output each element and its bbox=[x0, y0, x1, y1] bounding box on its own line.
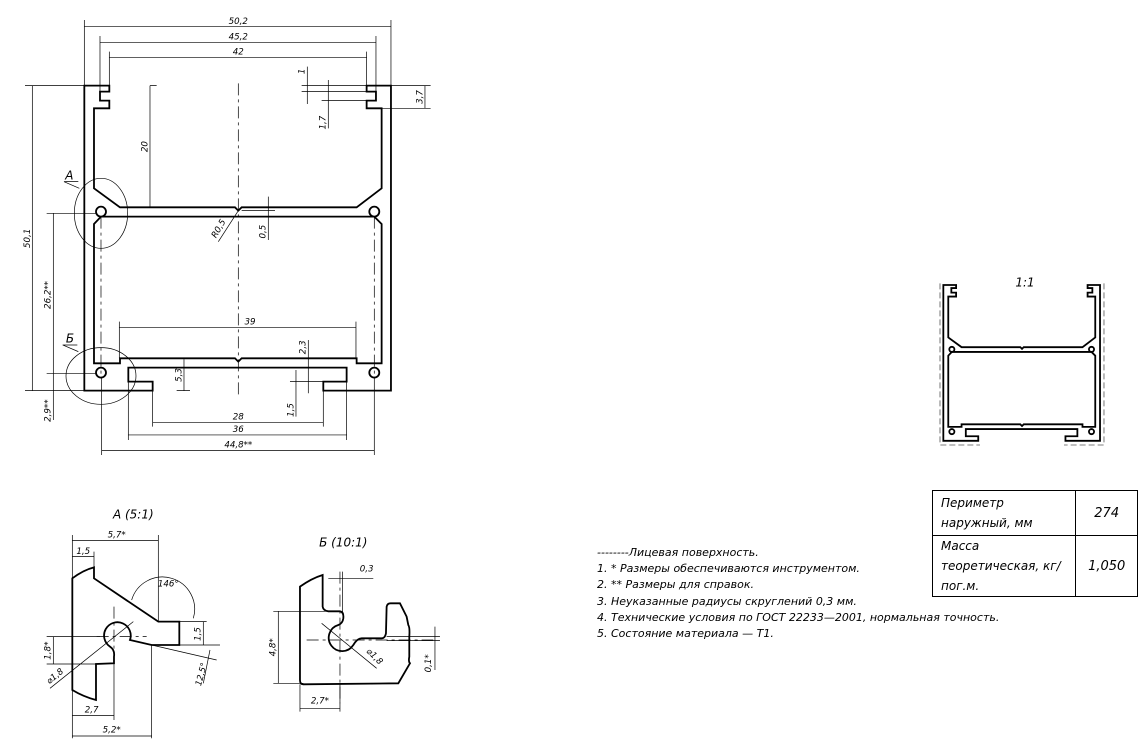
dim-26-2: 26,2** bbox=[44, 280, 54, 309]
scale-view: 1:1 bbox=[940, 276, 1104, 445]
detail-a-dim-5-2: 5,2* bbox=[103, 726, 122, 736]
dim-0-5: 0,5 bbox=[259, 224, 269, 238]
detail-b-dim-2-7: 2,7* bbox=[311, 696, 330, 706]
detail-b-dim-4-8: 4,8* bbox=[269, 638, 279, 657]
centerline bbox=[101, 83, 374, 395]
dim-3-7: 3,7 bbox=[415, 90, 425, 104]
dim-20: 20 bbox=[140, 141, 150, 153]
note-2: 2. ** Размеры для справок. bbox=[597, 578, 755, 592]
dim-45-2: 45,2 bbox=[229, 32, 248, 42]
detail-a-dim-1-5: 1,5 bbox=[76, 547, 90, 557]
table-row: Масса теоретическая, кг/пог.м. 1,050 bbox=[931, 535, 1138, 597]
dim-1: 1 bbox=[298, 69, 308, 75]
detail-b-marker bbox=[66, 348, 136, 405]
details: А (5:1) 5,7* 1,5 146° 1,5 12,5° 1,8* ⌀1,… bbox=[44, 507, 440, 738]
notes: --------Лицевая поверхность. 1. * Размер… bbox=[597, 545, 999, 642]
dim-39: 39 bbox=[244, 318, 255, 328]
detail-a-dim-1-8: 1,8* bbox=[44, 641, 54, 660]
detail-b-title: Б (10:1) bbox=[319, 536, 367, 550]
detail-a-label: А bbox=[64, 168, 73, 182]
table-row: Периметр наружный, мм 274 bbox=[931, 490, 1138, 536]
detail-a-angle-12-5: 12,5° bbox=[194, 662, 210, 687]
dim-2-3: 2,3 bbox=[299, 340, 309, 354]
mass-label: Масса теоретическая, кг/пог.м. bbox=[931, 535, 1077, 597]
properties-table: Периметр наружный, мм 274 Масса теоретич… bbox=[931, 490, 1138, 597]
mass-value: 1,050 bbox=[1075, 535, 1138, 597]
profile-outline bbox=[84, 85, 392, 391]
dimension-lines bbox=[32, 27, 425, 451]
dim-5-3: 5,3 bbox=[174, 368, 184, 382]
dim-1-5: 1,5 bbox=[286, 403, 296, 417]
detail-a-marker bbox=[74, 178, 127, 248]
scale-label: 1:1 bbox=[1015, 276, 1034, 290]
dim-50-2: 50,2 bbox=[229, 17, 248, 27]
detail-a-dimensions bbox=[47, 535, 220, 738]
detail-b-dim-0-3: 0,3 bbox=[360, 565, 374, 575]
extension-lines bbox=[25, 20, 431, 455]
dim-42: 42 bbox=[233, 48, 244, 58]
detail-b-dim-0-1: 0,1* bbox=[424, 654, 434, 673]
main-section-view: А Б 50,2 45,2 42 50,1 26,2** 2,9** 20 1 … bbox=[23, 17, 431, 455]
note-3: 3. Неуказанные радиусы скруглений 0,3 мм… bbox=[597, 594, 857, 608]
detail-b-outline bbox=[300, 575, 410, 684]
detail-a-dim-2-7: 2,7 bbox=[85, 705, 99, 715]
note-face-surface: --------Лицевая поверхность. bbox=[597, 546, 759, 559]
dim-50-1: 50,1 bbox=[23, 229, 33, 248]
detail-a-title: А (5:1) bbox=[112, 507, 154, 521]
perimeter-value: 274 bbox=[1075, 490, 1138, 536]
detail-a-centerlines bbox=[97, 607, 147, 664]
note-4: 4. Технические условия по ГОСТ 22233—200… bbox=[597, 610, 1000, 624]
detail-b-dimensions bbox=[273, 572, 440, 712]
detail-b-centerlines bbox=[307, 572, 434, 704]
detail-a-angle-146: 146° bbox=[158, 580, 179, 590]
profile-outline-small bbox=[943, 284, 1101, 441]
dim-28: 28 bbox=[233, 412, 245, 422]
dim-36: 36 bbox=[233, 425, 245, 435]
note-1: 1. * Размеры обеспечиваются инструментом… bbox=[597, 562, 860, 576]
perimeter-label: Периметр наружный, мм bbox=[931, 490, 1077, 536]
detail-a-outline bbox=[72, 567, 179, 700]
dim-1-7: 1,7 bbox=[319, 115, 329, 129]
dim-44-8: 44,8** bbox=[224, 441, 253, 451]
note-5: 5. Состояние материала — Т1. bbox=[597, 626, 774, 640]
detail-a-dim-5-7: 5,7* bbox=[108, 531, 127, 541]
detail-a-dim-h1-5: 1,5 bbox=[194, 627, 204, 641]
dim-2-9: 2,9** bbox=[44, 399, 54, 422]
detail-b-label: Б bbox=[66, 332, 74, 346]
